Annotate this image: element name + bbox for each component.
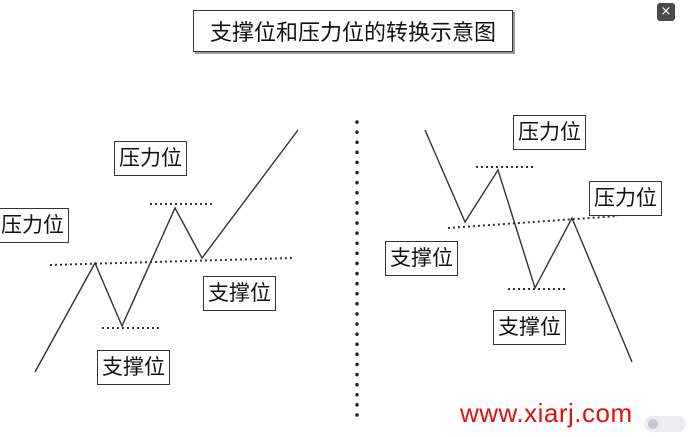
label-left-pressure-top: 压力位 xyxy=(114,141,187,176)
right-horizontal-level-line xyxy=(447,215,619,229)
label-right-pressure-top: 压力位 xyxy=(513,115,586,150)
label-right-support-left: 支撑位 xyxy=(385,241,458,276)
close-icon: × xyxy=(660,4,672,19)
diagram-title: 支撑位和压力位的转换示意图 xyxy=(193,10,513,52)
label-left-support-right: 支撑位 xyxy=(203,276,276,311)
label-left-support-bottom: 支撑位 xyxy=(97,350,170,385)
watermark-logo-icon xyxy=(644,416,686,432)
left-horizontal-level-line xyxy=(49,257,293,266)
right-price-line xyxy=(424,129,633,363)
watermark-text: www.xiarj.com xyxy=(460,398,633,428)
label-left-pressure-side: 压力位 xyxy=(0,208,69,243)
left-price-line xyxy=(34,129,299,373)
label-right-pressure-side: 压力位 xyxy=(589,181,662,216)
label-right-support-bottom: 支撑位 xyxy=(493,310,566,345)
close-button[interactable]: × xyxy=(657,3,675,21)
